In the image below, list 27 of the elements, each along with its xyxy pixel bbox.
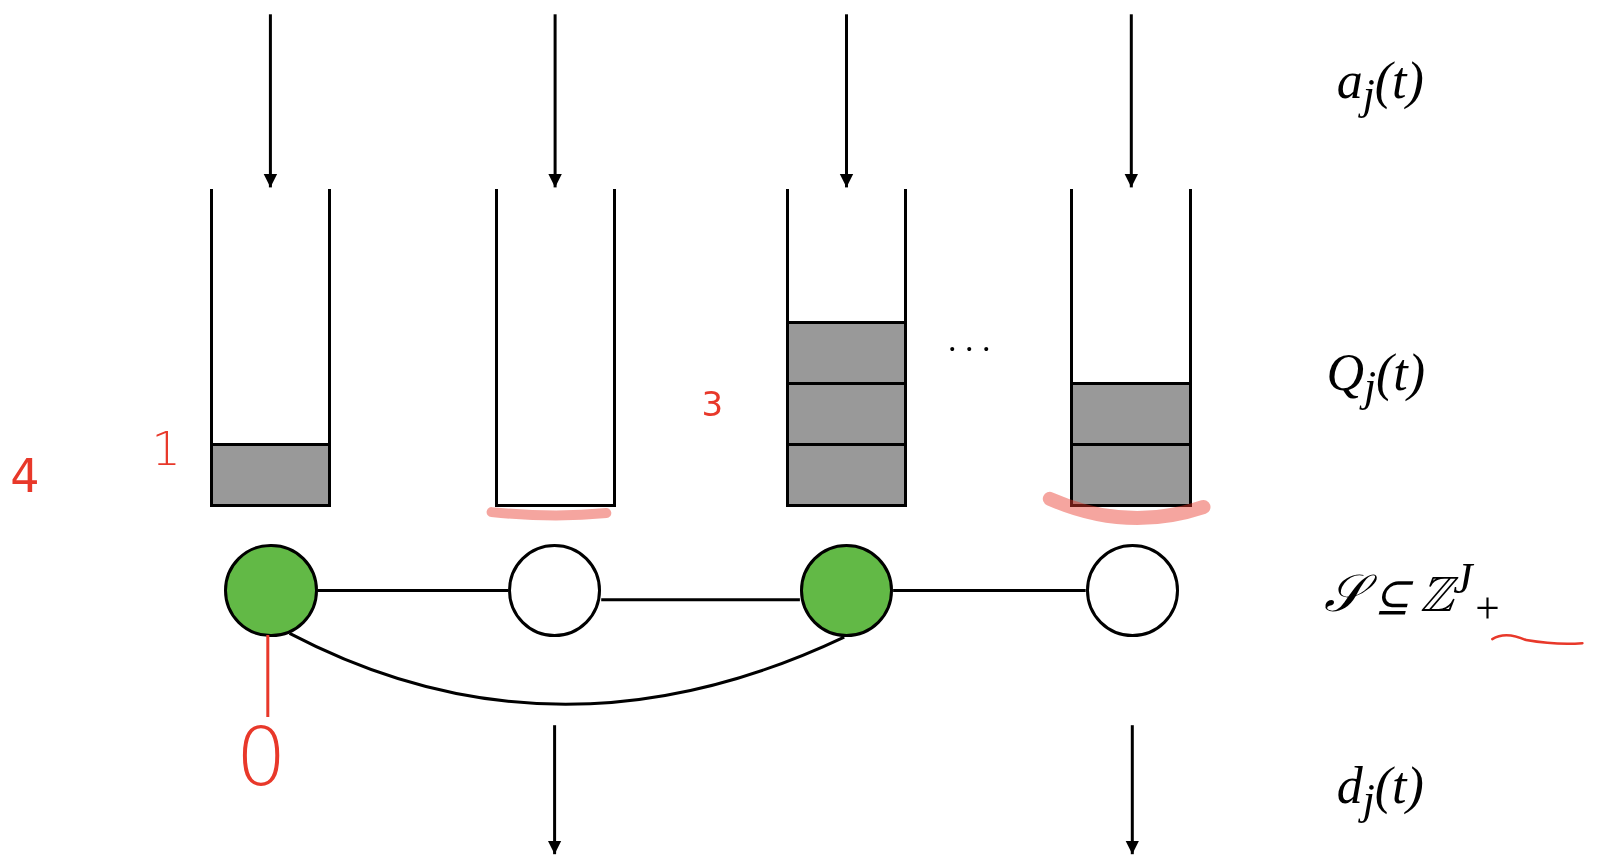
packet-block	[788, 442, 905, 504]
queue-container	[209, 189, 331, 507]
queue-container	[494, 189, 616, 507]
arrow	[548, 14, 562, 188]
annotation-line	[266, 635, 270, 717]
packet-block	[1073, 381, 1190, 443]
packet-block	[788, 381, 905, 443]
arrow	[839, 14, 854, 188]
arrow	[1124, 14, 1139, 188]
math-label: d$_{j}$(t)	[1336, 755, 1424, 825]
handwritten-digit: 4	[10, 448, 40, 503]
handwritten-digit: 1	[151, 422, 181, 476]
connecting-line	[288, 631, 845, 706]
packet-block	[788, 320, 905, 382]
handwritten-digit: 3	[701, 384, 724, 425]
connecting-line	[317, 589, 508, 592]
packet-block	[1073, 442, 1190, 504]
handwritten-digit: 0	[209, 711, 313, 804]
queue-container	[1070, 189, 1193, 507]
connecting-line	[893, 589, 1086, 592]
ellipsis: · · ·	[947, 329, 990, 368]
math-label: Q$_{j}$(t)	[1326, 343, 1426, 412]
connecting-line	[601, 598, 800, 602]
packet-block	[212, 442, 328, 504]
arrow	[263, 14, 278, 188]
math-label: a$_{j}$(t)	[1336, 51, 1424, 120]
queue-container	[785, 189, 908, 507]
